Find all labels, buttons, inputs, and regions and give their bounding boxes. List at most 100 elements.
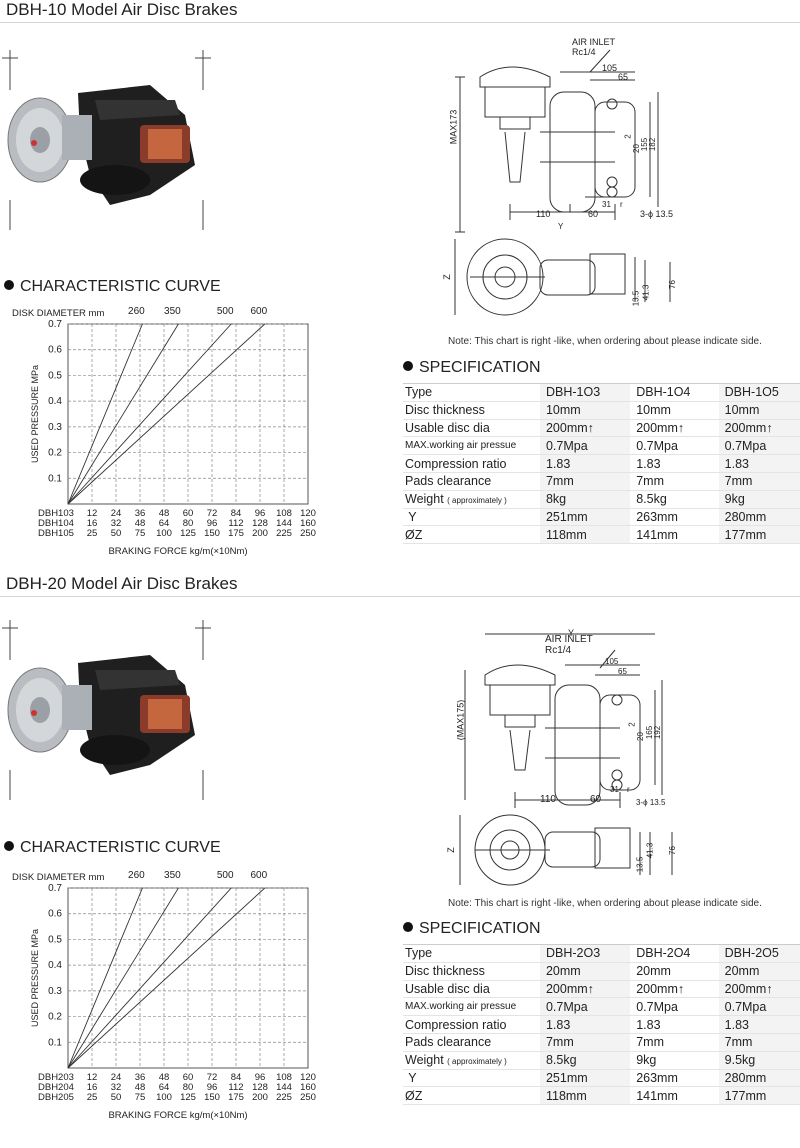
spec-label: Y: [403, 1069, 540, 1088]
spec-value: 7mm: [539, 472, 631, 491]
spec-value: 10mm: [718, 401, 800, 420]
dim-label: r: [620, 200, 623, 209]
x-tick-label: 80: [183, 1082, 194, 1093]
spec-value: 9kg: [718, 490, 800, 509]
x-row-name: DBH104: [38, 518, 74, 529]
x-tick-label: 108: [276, 508, 292, 519]
spec-value: 280mm: [718, 508, 800, 527]
x-row-name: DBH204: [38, 1082, 74, 1093]
y-axis-label: USED PRESSURE MPa: [30, 929, 40, 1027]
x-tick-label: 75: [135, 528, 146, 539]
series-line: [67, 323, 266, 505]
x-tick-label: 36: [135, 508, 146, 519]
spec-table: Type DBH-2O3 DBH-2O4 DBH-2O5 Disc thickn…: [403, 944, 800, 1106]
curve-title: CHARACTERISTIC CURVE: [20, 278, 221, 295]
y-tick-label: 0.7: [48, 883, 62, 894]
spec-value: 10mm: [630, 401, 719, 420]
x-tick-label: 144: [276, 1082, 292, 1093]
spec-value: 1.83: [539, 1015, 631, 1034]
x-tick-label: 50: [111, 528, 122, 539]
spec-value: 7mm: [630, 1033, 719, 1052]
x-row-name: DBH103: [38, 508, 74, 519]
dim-label: Z: [445, 847, 456, 853]
x-tick-label: 36: [135, 1072, 146, 1083]
x-tick-label: 150: [204, 1092, 220, 1103]
spec-value: 1.83: [630, 1015, 719, 1034]
spec-value: 0.7Mpa: [539, 997, 631, 1017]
spec-header-row: Type DBH-2O3 DBH-2O4 DBH-2O5: [403, 944, 800, 963]
y-tick-label: 0.3: [48, 986, 62, 997]
series-label: 600: [250, 306, 267, 317]
spec-label: MAX.working air pressue: [403, 436, 540, 456]
spec-value: 200mm↑: [630, 419, 719, 438]
x-tick-label: 100: [156, 1092, 172, 1103]
spec-label: MAX.working air pressue: [403, 997, 540, 1017]
spec-value: 9.5kg: [718, 1051, 800, 1070]
spec-label: Disc thickness: [403, 401, 540, 420]
x-tick-label: 16: [87, 1082, 98, 1093]
spec-value: 200mm↑: [718, 419, 800, 438]
spec-value: 200mm↑: [539, 419, 631, 438]
spec-value: 20mm: [718, 962, 800, 981]
x-tick-label: 25: [87, 1092, 98, 1103]
x-tick-label: 48: [135, 518, 146, 529]
x-tick-label: 125: [180, 528, 196, 539]
spec-header-cell: DBH-1O3: [539, 383, 631, 402]
spec-label: ØZ: [403, 525, 540, 545]
spec-value: 20mm: [539, 962, 631, 981]
spec-value: 8kg: [539, 490, 631, 509]
series-label: 500: [217, 870, 234, 881]
dim-label: Y: [558, 222, 564, 231]
spec-value: 177mm: [718, 525, 800, 545]
dim-label: 13.5: [635, 856, 645, 873]
spec-label: Disc thickness: [403, 962, 540, 981]
dim-label: Z: [441, 274, 452, 280]
spec-value: 0.7Mpa: [718, 997, 800, 1017]
spec-value: 7mm: [718, 472, 800, 491]
x-tick-label: 72: [207, 1072, 218, 1083]
x-tick-label: 128: [252, 1082, 268, 1093]
series-label: 350: [164, 870, 181, 881]
dim-label: 41.3: [641, 284, 651, 301]
spec-label: Compression ratio: [403, 1015, 540, 1034]
x-tick-label: 32: [111, 1082, 122, 1093]
dim-label: 31: [602, 200, 611, 209]
spec-title: SPECIFICATION: [419, 359, 541, 376]
series-label: 350: [164, 306, 181, 317]
spec-header-cell: Type: [403, 383, 540, 402]
spec-value: 9kg: [630, 1051, 719, 1070]
series-label: 600: [250, 870, 267, 881]
spec-header-cell: DBH-1O4: [630, 383, 719, 402]
dim-label: r: [627, 785, 630, 794]
x-tick-label: 250: [300, 528, 316, 539]
spec-value: 141mm: [630, 1086, 719, 1106]
y-tick-label: 0.7: [48, 319, 62, 330]
dim-label: 110: [540, 794, 556, 805]
x-tick-label: 12: [87, 1072, 98, 1083]
dim-label: 105: [605, 657, 619, 666]
spec-label: Pads clearance: [403, 472, 540, 491]
dim-label: 31: [610, 785, 619, 794]
x-tick-label: 150: [204, 528, 220, 539]
spec-value: 7mm: [718, 1033, 800, 1052]
spec-label: Compression ratio: [403, 454, 540, 473]
dim-label: 2: [623, 134, 633, 139]
x-tick-label: 60: [183, 508, 194, 519]
ordering-note: Note: This chart is right -like, when or…: [448, 336, 762, 347]
max-height-label: (MAX175): [455, 699, 466, 741]
x-tick-label: 25: [87, 528, 98, 539]
y-axis-label: USED PRESSURE MPa: [30, 365, 40, 463]
y-tick-label: 0.4: [48, 396, 62, 407]
x-tick-label: 96: [255, 508, 266, 519]
spec-value: 177mm: [718, 1086, 800, 1106]
dim-label: 192: [653, 725, 663, 740]
x-tick-label: 128: [252, 518, 268, 529]
